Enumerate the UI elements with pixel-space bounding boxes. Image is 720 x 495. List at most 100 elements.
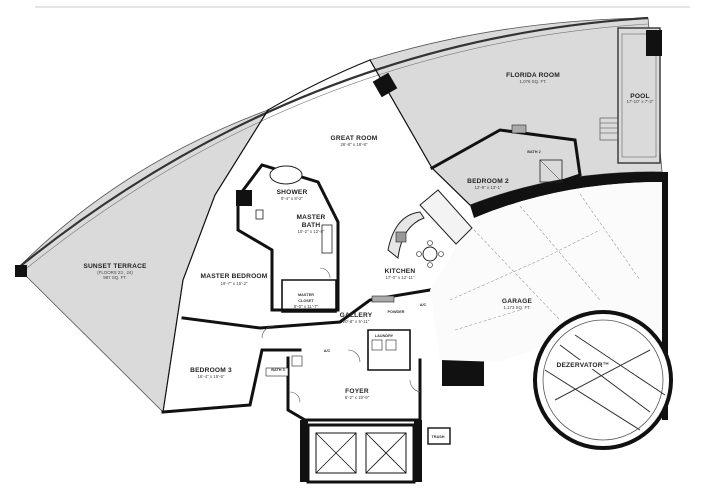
column (236, 190, 252, 206)
dezervator-lift (533, 310, 673, 450)
toilet (255, 209, 264, 220)
svg-text:SHOWER: SHOWER (277, 189, 308, 196)
svg-text:MASTER: MASTER (296, 214, 325, 221)
door-swing (289, 391, 301, 403)
svg-text:17'-0" x 12'-11": 17'-0" x 12'-11" (385, 275, 415, 280)
label-laundry: LAUNDRY (375, 334, 394, 338)
svg-text:GREAT ROOM: GREAT ROOM (331, 135, 378, 142)
svg-text:KITCHEN: KITCHEN (385, 268, 416, 275)
laundry-washer (371, 339, 383, 351)
room-garage: GARAGE 1,173 SQ. FT. (502, 298, 533, 310)
room-kitchen: KITCHEN 17'-0" x 12'-11" (385, 268, 416, 280)
svg-text:9'-0" x 11'-7": 9'-0" x 11'-7" (294, 304, 319, 309)
svg-text:17'-10" x 7'-2": 17'-10" x 7'-2" (626, 99, 653, 104)
trash-room (427, 427, 451, 445)
garage-curved-wall (470, 171, 662, 218)
door-swing (347, 349, 361, 363)
pool-water (621, 33, 657, 158)
svg-text:(FLOORS 23 , 24): (FLOORS 23 , 24) (97, 270, 133, 275)
svg-text:987 SQ. FT.: 987 SQ. FT. (103, 275, 126, 280)
parking-line (579, 193, 641, 281)
svg-text:1,173 SQ. FT.: 1,173 SQ. FT. (503, 305, 530, 310)
parking-line (449, 229, 601, 301)
laundry-dryer (385, 339, 397, 351)
svg-text:SUNSET TERRACE: SUNSET TERRACE (83, 263, 147, 270)
bathtub (269, 165, 303, 185)
kitchen-counter (419, 189, 473, 245)
column (646, 30, 662, 56)
closet-walls (281, 279, 337, 313)
bath2-fixture (511, 124, 527, 134)
parking-line (519, 205, 601, 301)
column (372, 72, 398, 98)
room-shower: SHOWER 9'-4" x 8'-2" (277, 189, 308, 201)
outer-railing (17, 16, 649, 269)
svg-text:MASTER: MASTER (298, 293, 314, 297)
door-swing (261, 325, 275, 339)
pool-steps (599, 117, 619, 141)
outer-railing-inner (21, 23, 649, 273)
bath3-tub (265, 367, 289, 377)
svg-text:GARAGE: GARAGE (502, 298, 533, 305)
bath2-shower (539, 159, 563, 183)
door-swing (319, 267, 331, 279)
label-ac-2: A/C (324, 349, 331, 353)
svg-text:19'-7" x 15'-2": 19'-7" x 15'-2" (220, 281, 247, 286)
room-master-bath: MASTER BATH 10'-2" x 12'-8" (296, 214, 325, 234)
svg-text:CLOSET: CLOSET (298, 299, 314, 303)
svg-text:DEZERVATOR™: DEZERVATOR™ (556, 362, 609, 369)
svg-text:BEDROOM 3: BEDROOM 3 (190, 367, 232, 374)
column (300, 420, 308, 482)
room-master-closet: MASTER CLOSET 9'-0" x 11'-7" (294, 293, 319, 309)
chair (416, 251, 422, 257)
svg-text:GALLERY: GALLERY (340, 312, 373, 319)
svg-text:MASTER BEDROOM: MASTER BEDROOM (201, 273, 268, 280)
room-sunset-terrace: SUNSET TERRACE (FLOORS 23 , 24) 987 SQ. … (83, 263, 147, 280)
powder-fixture (371, 295, 395, 303)
parking-line (454, 309, 521, 331)
svg-text:FOYER: FOYER (345, 388, 369, 395)
label-powder: POWDER (387, 310, 404, 314)
chair (427, 240, 433, 246)
room-bedroom-2: BEDROOM 2 12'-9" x 13'-1" (467, 178, 509, 190)
room-florida: FLORIDA ROOM 1,076 SQ. FT. (506, 72, 560, 84)
room-dezervator: DEZERVATOR™ (556, 360, 609, 369)
bedroom3-walls (161, 348, 302, 414)
elevators (306, 423, 416, 484)
laundry-walls (367, 329, 411, 371)
svg-text:8'-2" x 19'-9": 8'-2" x 19'-9" (345, 395, 370, 400)
room-gallery: GALLERY 20'-8" x 5'-11" (340, 312, 373, 324)
column (15, 265, 27, 277)
svg-text:26'-8" x 18'-8": 26'-8" x 18'-8" (340, 142, 367, 147)
door-swing (409, 379, 423, 393)
svg-text:12'-9" x 13'-1": 12'-9" x 13'-1" (474, 185, 501, 190)
terrace-inner-wall (162, 109, 269, 413)
label-bath2: BATH 2 (527, 150, 540, 154)
great-room-window-wall (267, 59, 371, 111)
room-bedroom-3: BEDROOM 3 16'-4" x 15'-5" (190, 367, 232, 379)
bath3-sink (291, 355, 303, 367)
chair (438, 251, 444, 257)
svg-text:BEDROOM 2: BEDROOM 2 (467, 178, 509, 185)
room-pool: POOL 17'-10" x 7'-2" (626, 93, 653, 104)
svg-text:9'-4" x 8'-2": 9'-4" x 8'-2" (281, 196, 304, 201)
cooktop (395, 231, 407, 243)
svg-text:POOL: POOL (630, 93, 649, 100)
svg-text:10'-2" x 12'-8": 10'-2" x 12'-8" (297, 229, 324, 234)
room-foyer: FOYER 8'-2" x 19'-9" (345, 388, 370, 400)
label-ac-1: A/C (420, 303, 427, 307)
label-trash: TRASH (431, 435, 444, 439)
kitchen-island (387, 211, 425, 259)
svg-text:FLORIDA ROOM: FLORIDA ROOM (506, 72, 560, 79)
room-master-bedroom: MASTER BEDROOM 19'-7" x 15'-2" (201, 273, 268, 286)
room-great-room: GREAT ROOM 26'-8" x 18'-8" (331, 135, 378, 147)
label-bath3: BATH 3 (271, 368, 284, 372)
column (414, 420, 422, 482)
svg-text:1,076 SQ. FT.: 1,076 SQ. FT. (519, 79, 546, 84)
vanity (321, 224, 333, 254)
svg-text:BATH: BATH (302, 222, 321, 229)
chair (427, 262, 433, 268)
dining-table (422, 246, 438, 262)
svg-text:16'-4" x 15'-5": 16'-4" x 15'-5" (197, 374, 224, 379)
